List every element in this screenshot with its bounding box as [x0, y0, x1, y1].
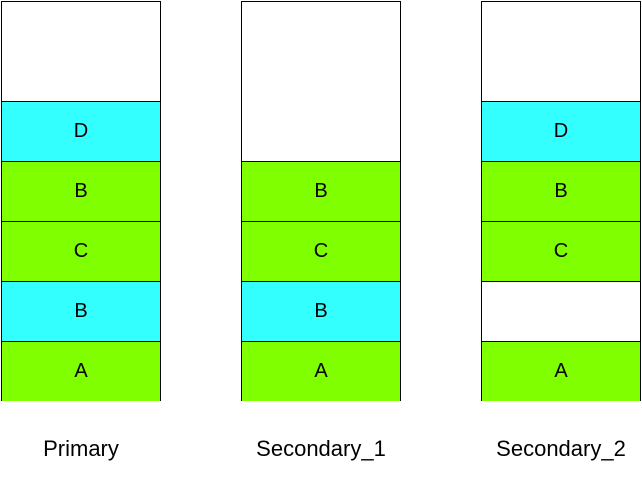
stack-slot: B [242, 161, 400, 221]
stack-slot: B [242, 281, 400, 341]
stack-label-primary: Primary [43, 436, 119, 461]
stack-slot: B [482, 161, 640, 221]
stack-primary: D B C B A [1, 1, 161, 401]
stack-slot: A [242, 341, 400, 401]
stack-slot: D [2, 101, 160, 161]
stack-secondary-1: B C B A [241, 1, 401, 401]
stack-slot: C [482, 221, 640, 281]
stack-slot: C [2, 221, 160, 281]
stack-secondary-2: D B C A [481, 1, 641, 401]
stack-slot: D [482, 101, 640, 161]
stack-label-secondary-2: Secondary_2 [496, 436, 626, 461]
stack-slot: B [2, 161, 160, 221]
stack-slot: B [2, 281, 160, 341]
stack-slot [482, 281, 640, 341]
stack-slot: A [2, 341, 160, 401]
stack-slot: C [242, 221, 400, 281]
stack-label-secondary-1: Secondary_1 [256, 436, 386, 461]
stack-slot: A [482, 341, 640, 401]
